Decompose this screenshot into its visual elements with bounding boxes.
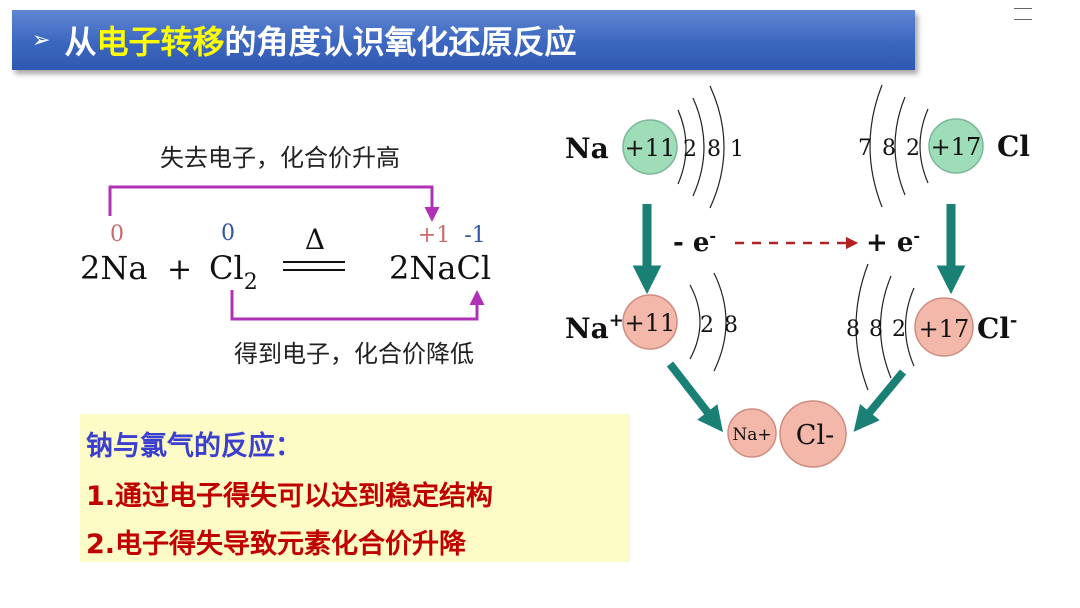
chloride-ion-shell-electrons-8b: 8 xyxy=(869,317,883,342)
sodium-ion-shell-electrons-2: 8 xyxy=(724,313,738,338)
sodium-shell-2 xyxy=(692,97,705,197)
sodium-ion-nucleus xyxy=(622,294,678,350)
heat-symbol: Δ xyxy=(305,223,325,256)
chlorine-shell-electrons-8: 8 xyxy=(882,136,896,161)
sodium-shell-1 xyxy=(677,109,687,185)
sodium-shell-3 xyxy=(709,85,725,209)
sodium-nucleus xyxy=(622,119,678,175)
chloride-ion-shell-electrons-8a: 8 xyxy=(846,317,860,342)
title-bar: ➢ 从电子转移的角度认识氧化还原反应 xyxy=(12,10,915,70)
ox-state-product-na: +1 xyxy=(418,223,450,248)
lose-electron-symbol: - e- xyxy=(673,226,716,258)
sodium-shell-electrons-3: 1 xyxy=(730,137,744,162)
title-highlight: 电子转移 xyxy=(96,23,225,61)
ion-pair-chloride xyxy=(779,400,847,468)
chloride-ion-shell-electrons-2: 2 xyxy=(892,317,906,342)
chlorine-shell-1 xyxy=(919,108,929,184)
gain-electron-label: 得到电子，化合价降低 xyxy=(234,340,474,368)
chlorine-nucleus xyxy=(928,118,984,174)
summary-point-1: 1.通过电子得失可以达到稳定结构 xyxy=(86,481,494,512)
ion-pair-sodium-label: Na+ xyxy=(732,425,771,445)
menu-icon[interactable] xyxy=(1014,8,1032,20)
sodium-ion-symbol: Na+ xyxy=(565,310,624,345)
gain-electron-symbol: + e- xyxy=(866,226,920,258)
chlorine-nucleus-charge: +17 xyxy=(931,133,982,161)
ion-pair-chloride-label: Cl- xyxy=(796,420,834,451)
chlorine-shell-electrons-2: 2 xyxy=(906,136,920,161)
lose-electron-label: 失去电子，化合价升高 xyxy=(160,144,400,172)
product-sodium-chloride: 2NaCl xyxy=(389,249,491,287)
chloride-ion-combine-arrow xyxy=(853,369,907,432)
reactant-chlorine: Cl2 xyxy=(209,249,258,295)
title-suffix: 的角度认识氧化还原反应 xyxy=(224,23,577,61)
plus-sign: + xyxy=(167,252,192,287)
ox-state-cl: 0 xyxy=(221,221,235,246)
chloride-ion-shell-1 xyxy=(904,287,915,367)
chlorine-shell-electrons-7: 7 xyxy=(858,136,872,161)
reactant-sodium: 2Na xyxy=(80,249,147,287)
sodium-ion-combine-arrow xyxy=(666,361,724,433)
title-prefix: 从 xyxy=(64,23,97,61)
ox-state-na: 0 xyxy=(110,222,124,247)
sodium-ion-shell-electrons-1: 2 xyxy=(700,313,714,338)
title-bullet-icon: ➢ xyxy=(32,27,51,53)
gain-electron-bracket xyxy=(230,290,485,321)
chloride-ion-nucleus-charge: +17 xyxy=(919,315,970,343)
sodium-ion-shell-1 xyxy=(689,284,701,360)
sodium-nucleus-charge: +11 xyxy=(625,134,676,162)
chloride-ion-shell-3 xyxy=(855,263,869,391)
chlorine-atom-symbol: Cl xyxy=(997,130,1030,163)
chlorine-shell-2 xyxy=(894,96,906,196)
chloride-ion-nucleus xyxy=(914,297,974,357)
sodium-ion-shell-2 xyxy=(713,272,727,372)
ion-pair-sodium xyxy=(727,408,777,458)
summary-heading: 钠与氯气的反应： xyxy=(86,431,302,462)
sodium-ion-nucleus-charge: +11 xyxy=(625,309,676,337)
summary-point-2: 2.电子得失导致元素化合价升降 xyxy=(86,529,467,560)
sodium-shell-electrons-2: 8 xyxy=(707,137,721,162)
chloride-ion-shell-2 xyxy=(879,275,892,379)
chlorine-shell-3 xyxy=(869,84,883,208)
sodium-atom-symbol: Na xyxy=(565,132,609,165)
sodium-shell-electrons-1: 2 xyxy=(683,137,697,162)
lose-electron-bracket xyxy=(108,185,440,222)
ox-state-product-cl: -1 xyxy=(464,223,485,248)
chloride-ion-symbol: Cl- xyxy=(977,310,1017,345)
summary-box: 钠与氯气的反应： 1.通过电子得失可以达到稳定结构 2.电子得失导致元素化合价升… xyxy=(80,414,630,562)
